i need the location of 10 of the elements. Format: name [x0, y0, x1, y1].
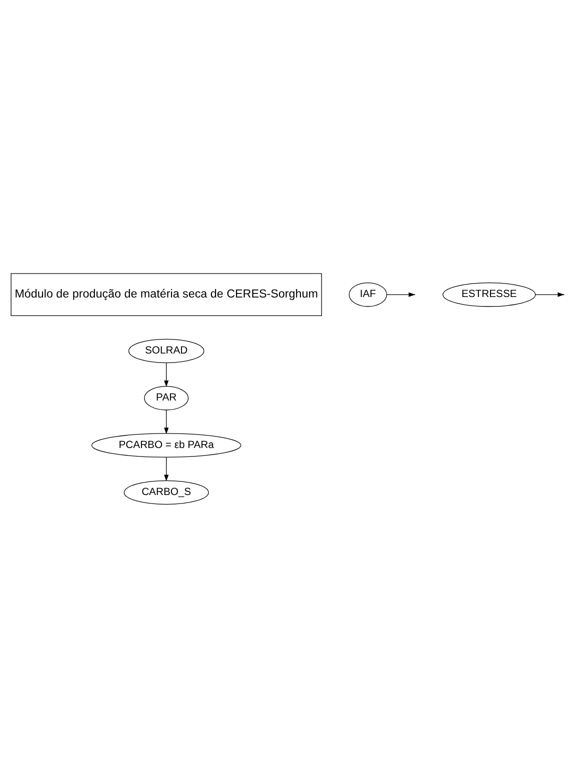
- node-ellipse: CARBO_S: [124, 480, 209, 505]
- arrow: [164, 456, 169, 482]
- node-ellipse: IAF: [348, 282, 388, 307]
- node-box: Módulo de produção de matéria seca de CERES-Sorghum: [10, 273, 322, 316]
- node-ellipse: ESTRESSE: [442, 282, 536, 307]
- arrow: [164, 362, 169, 387]
- node-ellipse: SOLRAD: [128, 338, 204, 364]
- arrow: [164, 410, 169, 434]
- node-ellipse: PAR: [144, 386, 189, 410]
- node-ellipse: PCARBO = εb PARa: [91, 433, 242, 458]
